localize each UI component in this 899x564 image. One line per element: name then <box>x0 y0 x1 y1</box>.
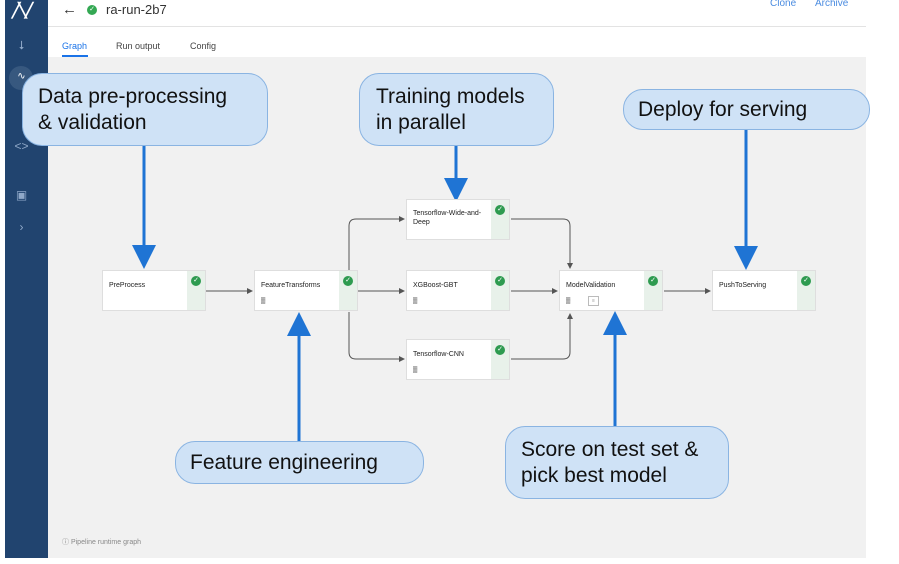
node-label: PushToServing <box>719 282 767 289</box>
node-tf-cnn[interactable]: Tensorflow-CNN ▓ ✓ <box>406 339 510 380</box>
node-label: Tensorflow-CNN <box>413 351 464 358</box>
status-strip: ✓ <box>491 271 509 310</box>
check-circle-icon: ✓ <box>495 205 505 215</box>
chart-icon: ▓ <box>261 298 266 304</box>
status-strip: ✓ <box>491 200 509 239</box>
node-preprocess[interactable]: PreProcess ✓ <box>102 270 206 311</box>
callout-line: Deploy for serving <box>638 98 808 121</box>
callout-line: in parallel <box>376 111 466 134</box>
code-icon[interactable]: <> <box>14 139 29 153</box>
check-circle-icon: ✓ <box>343 276 353 286</box>
callout-feature-engineering: Feature engineering <box>175 441 424 484</box>
node-label: FeatureTransforms <box>261 282 321 289</box>
expand-icon[interactable]: › <box>19 220 24 234</box>
callout-data-preprocessing: Data pre-processing & validation <box>22 73 268 146</box>
edge-widedeep-validation <box>511 218 573 269</box>
arrow-left-icon[interactable]: ← <box>62 1 77 18</box>
node-label: PreProcess <box>109 282 146 289</box>
edge-ft-cnn <box>348 312 405 362</box>
callout-score-best-model: Score on test set & pick best model <box>505 426 729 499</box>
check-circle-icon: ✓ <box>87 5 97 15</box>
pipelines-icon[interactable]: ⭣ <box>18 38 25 52</box>
edge-ft-widedeep <box>348 216 405 270</box>
archive-button[interactable]: Archive <box>815 0 849 9</box>
status-strip: ✓ <box>187 271 205 310</box>
tab-config[interactable]: Config <box>190 41 217 51</box>
clone-button[interactable]: Clone <box>770 0 797 9</box>
tab-graph[interactable]: Graph <box>62 41 88 51</box>
chart-icon: ▓ <box>413 367 418 373</box>
status-strip: ✓ <box>339 271 357 310</box>
check-circle-icon: ✓ <box>191 276 201 286</box>
node-model-validation[interactable]: ModelValidation ▓ ≡ ✓ <box>559 270 663 311</box>
callout-training-parallel: Training models in parallel <box>359 73 554 146</box>
chart-icon: ▓ <box>413 298 418 304</box>
archive-icon[interactable]: ▣ <box>15 188 28 202</box>
check-circle-icon: ✓ <box>648 276 658 286</box>
tab-graph-underline <box>62 55 88 57</box>
callout-line: Score on test set & <box>521 438 699 461</box>
node-label: ModelValidation <box>566 282 616 289</box>
footer-caption: ⓘ Pipeline runtime graph <box>62 537 141 547</box>
table-icon: ≡ <box>588 296 599 306</box>
run-title: ra-run-2b7 <box>106 2 167 17</box>
callout-line: pick best model <box>521 464 667 487</box>
chart-icon: ▓ <box>566 298 571 304</box>
info-icon: ⓘ <box>62 539 69 546</box>
status-strip: ✓ <box>491 340 509 379</box>
node-xgboost[interactable]: XGBoost-GBT ▓ ✓ <box>406 270 510 311</box>
top-bar <box>48 0 866 27</box>
callout-line: Feature engineering <box>190 451 378 474</box>
node-tf-wide-deep[interactable]: Tensorflow-Wide-and-Deep ✓ <box>406 199 510 240</box>
check-circle-icon: ✓ <box>495 345 505 355</box>
node-label: XGBoost-GBT <box>413 282 458 289</box>
node-label: Tensorflow-Wide-and-Deep <box>413 210 482 226</box>
node-feature-transforms[interactable]: FeatureTransforms ▓ ✓ <box>254 270 358 311</box>
footer-caption-text: Pipeline runtime graph <box>70 539 141 546</box>
experiments-icon[interactable]: ∿ <box>17 71 26 82</box>
callout-line: & validation <box>38 111 147 134</box>
logo-icon[interactable]: ╱╲╱ <box>11 2 33 18</box>
status-strip: ✓ <box>644 271 662 310</box>
tab-run-output[interactable]: Run output <box>116 41 161 51</box>
check-circle-icon: ✓ <box>801 276 811 286</box>
callout-deploy: Deploy for serving <box>623 89 870 130</box>
check-circle-icon: ✓ <box>495 276 505 286</box>
callout-line: Training models <box>376 85 525 108</box>
edge-cnn-validation <box>511 313 573 360</box>
node-push-to-serving[interactable]: PushToServing ✓ <box>712 270 816 311</box>
callout-line: Data pre-processing <box>38 85 228 108</box>
status-strip: ✓ <box>797 271 815 310</box>
